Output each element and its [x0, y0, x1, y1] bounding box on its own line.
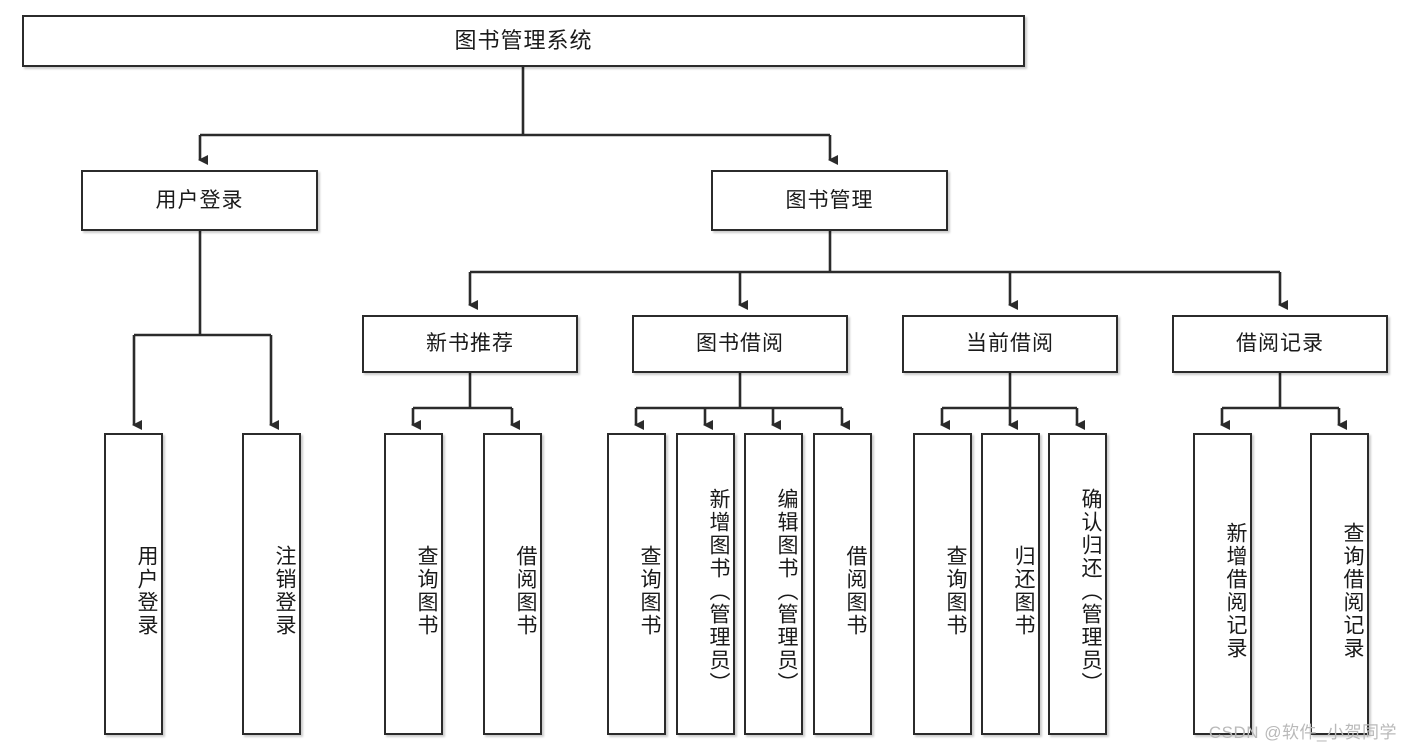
leaf-user-login-login[interactable]: 用户登录 [104, 433, 163, 735]
leaf-label: 编辑图书（管理员） [775, 487, 798, 695]
node-user-login[interactable]: 用户登录 [81, 170, 318, 231]
leaf-label: 新增借阅记录 [1224, 522, 1247, 660]
leaf-current-confirm-return-admin[interactable]: 确认归还（管理员） [1048, 433, 1107, 735]
node-root-system[interactable]: 图书管理系统 [22, 15, 1025, 67]
leaf-borrow-query-book[interactable]: 查询图书 [607, 433, 666, 735]
leaf-label: 查询借阅记录 [1341, 522, 1364, 660]
leaf-current-return-book[interactable]: 归还图书 [981, 433, 1040, 735]
leaf-new-book-borrow[interactable]: 借阅图书 [483, 433, 542, 735]
leaf-borrow-add-book-admin[interactable]: 新增图书（管理员） [676, 433, 735, 735]
node-current-borrow[interactable]: 当前借阅 [902, 315, 1118, 373]
leaf-label: 归还图书 [1012, 545, 1035, 637]
leaf-label: 用户登录 [135, 545, 158, 637]
leaf-label: 借阅图书 [514, 545, 537, 637]
node-new-book-recommend[interactable]: 新书推荐 [362, 315, 578, 373]
leaf-borrow-edit-book-admin[interactable]: 编辑图书（管理员） [744, 433, 803, 735]
leaf-label: 查询图书 [944, 545, 967, 637]
leaf-new-book-query[interactable]: 查询图书 [384, 433, 443, 735]
leaf-label: 查询图书 [415, 545, 438, 637]
node-book-borrow[interactable]: 图书借阅 [632, 315, 848, 373]
node-borrow-record[interactable]: 借阅记录 [1172, 315, 1388, 373]
leaf-label: 借阅图书 [844, 545, 867, 637]
leaf-record-add-record[interactable]: 新增借阅记录 [1193, 433, 1252, 735]
leaf-record-query-record[interactable]: 查询借阅记录 [1310, 433, 1369, 735]
leaf-user-login-logout[interactable]: 注销登录 [242, 433, 301, 735]
csdn-watermark: CSDN @软件_小贺同学 [1208, 723, 1397, 742]
leaf-label: 查询图书 [638, 545, 661, 637]
leaf-label: 新增图书（管理员） [707, 487, 730, 695]
leaf-borrow-borrow-book[interactable]: 借阅图书 [813, 433, 872, 735]
leaf-label: 注销登录 [273, 545, 296, 637]
leaf-label: 确认归还（管理员） [1079, 487, 1102, 695]
leaf-current-query-book[interactable]: 查询图书 [913, 433, 972, 735]
node-book-management[interactable]: 图书管理 [711, 170, 948, 231]
